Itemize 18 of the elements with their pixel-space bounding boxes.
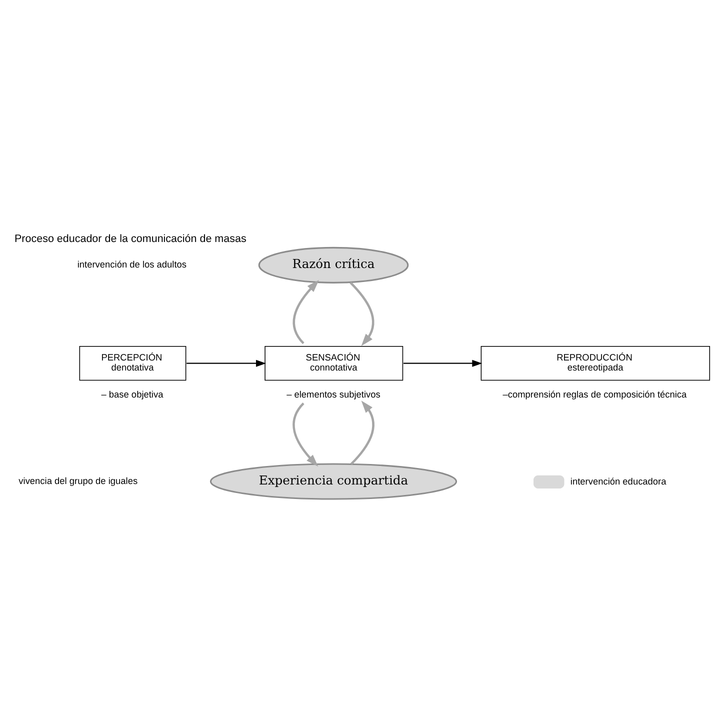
node-box: SENSACIÓN connotativa — [264, 346, 404, 380]
label: vivencia del grupo de iguales — [18, 475, 138, 486]
arrow — [186, 359, 266, 366]
legend-label: intervención educadora — [570, 476, 666, 486]
node-label: – base objetiva — [101, 389, 164, 400]
label: intervención de los adultos — [77, 259, 187, 270]
arrow — [350, 400, 374, 464]
arrow — [292, 280, 319, 344]
arrow — [404, 359, 482, 366]
node-box: REPRODUCCIÓN estereotipada — [480, 346, 710, 380]
diagram-title: Proceso educador de la comunicación de masas — [14, 232, 246, 244]
arrow — [292, 402, 318, 466]
arrow — [350, 281, 374, 346]
node-ellipse: Experiencia compartida — [210, 462, 458, 500]
node-label: –comprensión reglas de composición técnica — [502, 389, 687, 400]
node-label: – elementos subjetivos — [286, 389, 380, 400]
node-box: PERCEPCIÓN denotativa — [79, 346, 186, 380]
node-ellipse: Razón crítica — [258, 246, 409, 283]
